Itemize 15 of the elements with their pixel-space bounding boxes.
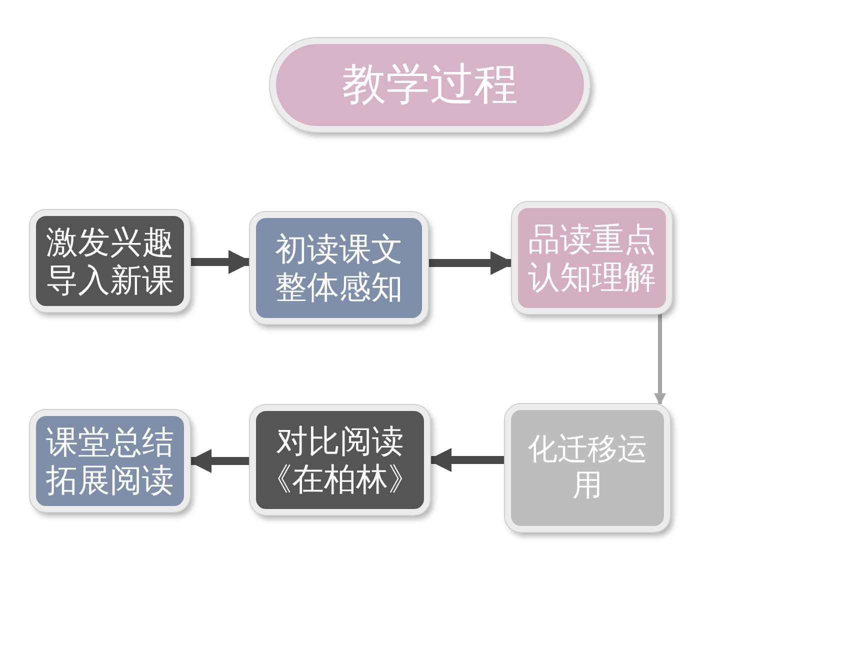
step-box (505, 404, 670, 532)
step-box (512, 202, 672, 314)
step-text: 初读课文整体感知 (274, 230, 404, 306)
step-text: 品读重点认知理解 (527, 220, 657, 296)
step-text: 化迁移运用 (526, 432, 648, 504)
step-box (30, 410, 190, 512)
step-box (250, 212, 428, 324)
step-box (30, 210, 190, 312)
step-box (250, 405, 430, 515)
step-text: 课堂总结拓展阅读 (45, 422, 175, 500)
step-text: 对比阅读《在柏林》 (260, 422, 420, 498)
step-text: 激发兴趣导入新课 (45, 222, 175, 300)
title-pill (270, 38, 590, 132)
title-text: 教学过程 (341, 58, 519, 112)
arrow (654, 314, 666, 406)
